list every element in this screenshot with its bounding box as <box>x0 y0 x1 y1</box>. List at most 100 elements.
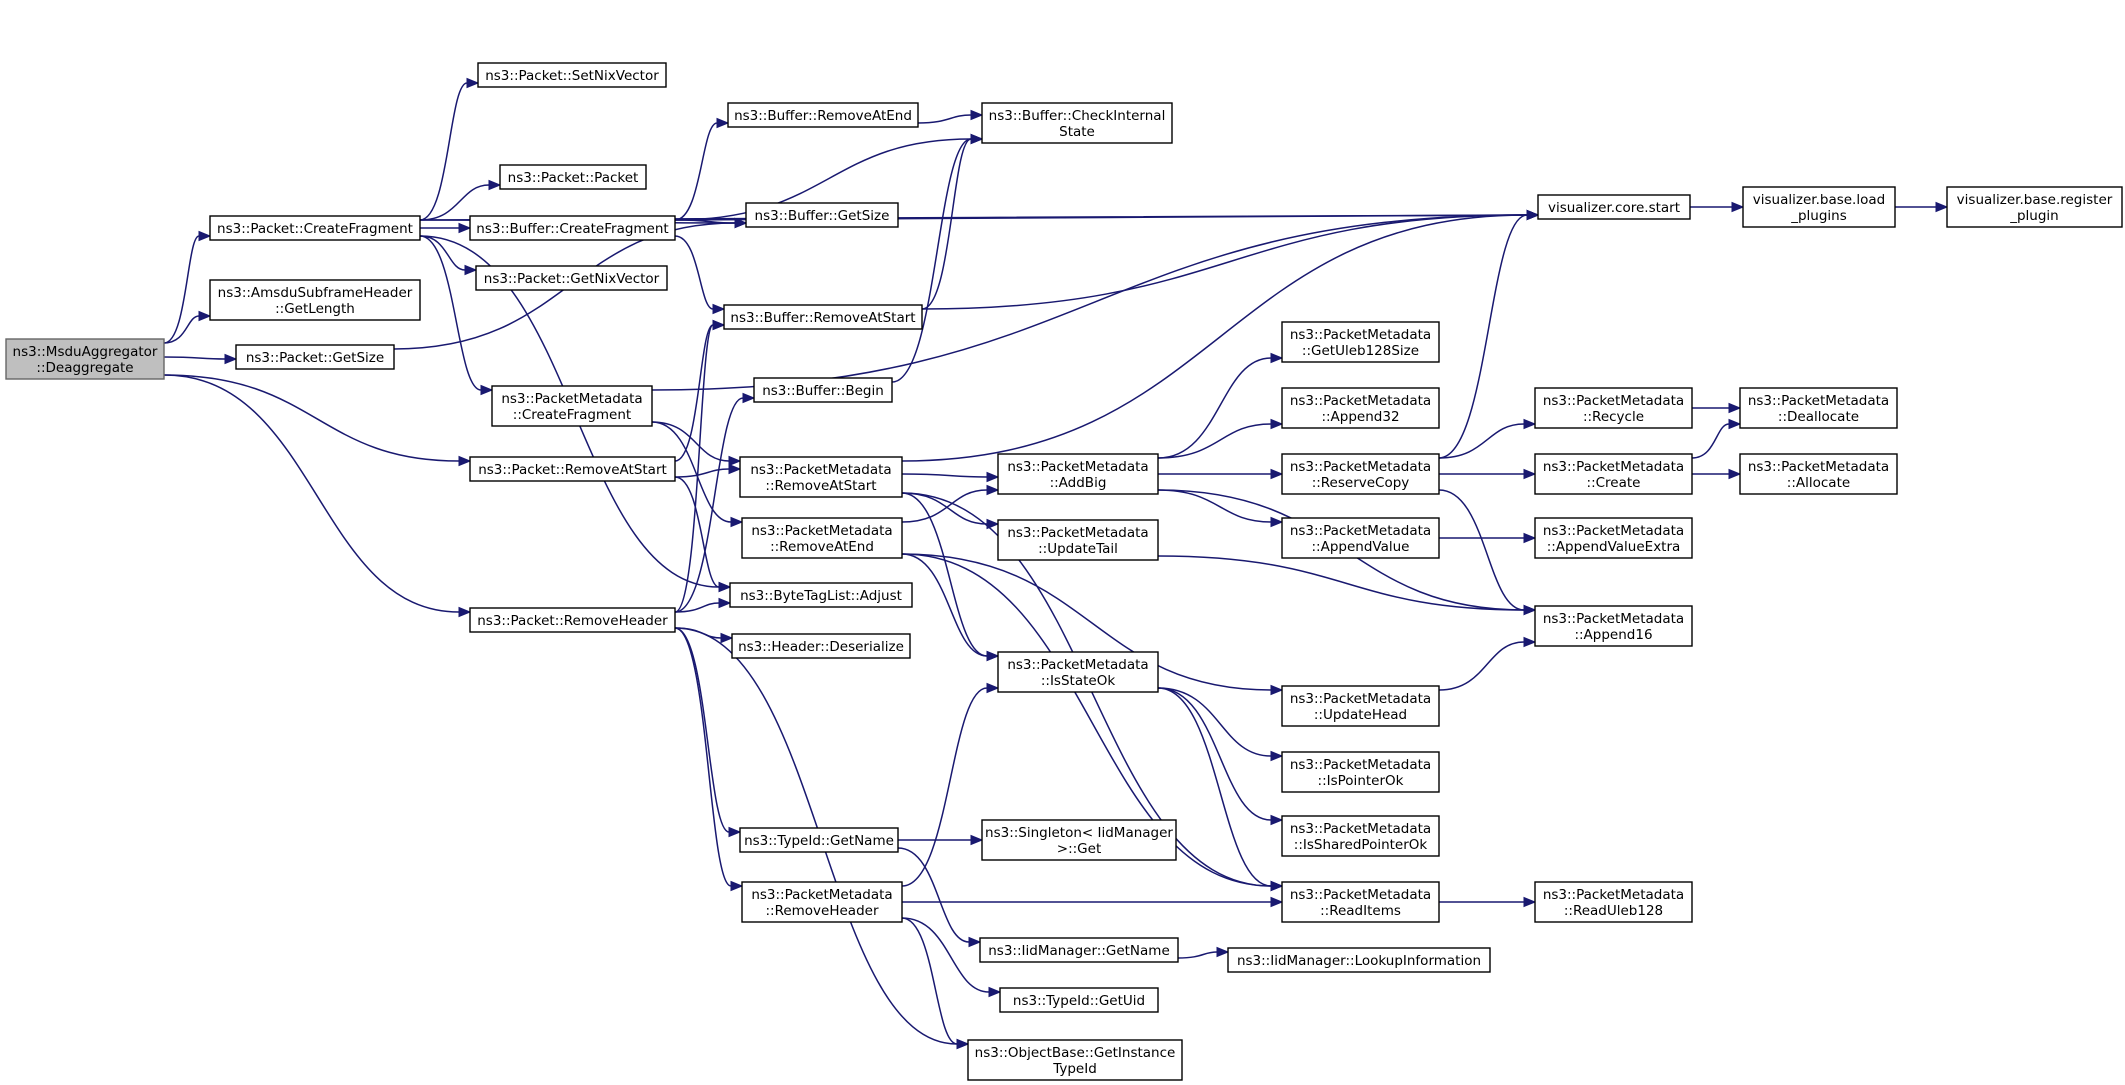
node-box <box>499 164 647 190</box>
call-edge-pkt_removeheader-to-typeid_getname <box>674 627 742 838</box>
node-pm_reservecopy[interactable]: ns3::PacketMetadata::ReserveCopy <box>1281 453 1440 495</box>
call-edge-pm_addbig-to-pm_append32 <box>1157 418 1284 459</box>
node-pm_readitems[interactable]: ns3::PacketMetadata::ReadItems <box>1281 881 1440 923</box>
node-box <box>1227 947 1491 973</box>
edge-line <box>674 138 972 221</box>
node-box <box>1534 881 1693 923</box>
node-pm_getuleb[interactable]: ns3::PacketMetadata::GetUleb128Size <box>1281 321 1440 363</box>
node-viz_register[interactable]: visualizer.base.register_plugin <box>1946 186 2123 228</box>
edge-arrowhead <box>458 222 472 234</box>
node-label-line: ns3::Buffer::RemoveAtEnd <box>734 108 912 124</box>
call-edge-pkt_removeatstart-to-btl_adjust <box>674 476 732 593</box>
edge-line <box>901 489 988 523</box>
edge-line <box>1438 641 1525 691</box>
node-box <box>741 881 903 923</box>
call-edge-pkt_removeatstart-to-pm_removeatstart <box>674 463 742 478</box>
edge-arrowhead <box>968 936 982 948</box>
node-iid_getname[interactable]: ns3::IidManager::GetName <box>979 937 1179 963</box>
node-pm_issharedptrok[interactable]: ns3::PacketMetadata::IsSharedPointerOk <box>1281 815 1440 857</box>
edge-arrowhead <box>718 597 732 609</box>
edge-arrowhead <box>712 319 726 331</box>
node-pm_append16[interactable]: ns3::PacketMetadata::Append16 <box>1534 605 1693 647</box>
node-pm_readuleb[interactable]: ns3::PacketMetadata::ReadUleb128 <box>1534 881 1693 923</box>
call-edge-pm_reservecopy-to-pm_recycle <box>1438 418 1537 459</box>
node-pkt_createfrag[interactable]: ns3::Packet::CreateFragment <box>209 215 421 241</box>
node-viz_load[interactable]: visualizer.base.load_plugins <box>1742 186 1896 228</box>
node-pkt_removeheader[interactable]: ns3::Packet::RemoveHeader <box>469 607 676 633</box>
node-deagg[interactable]: ns3::MsduAggregator::Deaggregate <box>5 338 165 380</box>
node-label-line: visualizer.base.load <box>1753 192 1885 208</box>
node-buf_getsize[interactable]: ns3::Buffer::GetSize <box>745 202 899 228</box>
call-edge-pm_recycle-to-pm_dealloc <box>1692 402 1742 414</box>
node-singleton_get[interactable]: ns3::Singleton< IidManager >::Get <box>981 819 1177 861</box>
edge-line <box>901 492 988 657</box>
edge-arrowhead <box>1270 684 1284 696</box>
node-pm_recycle[interactable]: ns3::PacketMetadata::Recycle <box>1534 387 1693 429</box>
node-pm_removeatend[interactable]: ns3::PacketMetadata::RemoveAtEnd <box>741 517 903 559</box>
node-pm_create[interactable]: ns3::PacketMetadata::Create <box>1534 453 1693 495</box>
node-buf_begin[interactable]: ns3::Buffer::Begin <box>753 377 893 403</box>
node-box <box>475 265 668 291</box>
edge-arrowhead <box>224 353 238 365</box>
node-pkt_getnix[interactable]: ns3::Packet::GetNixVector <box>475 265 668 291</box>
node-pkt_setnix[interactable]: ns3::Packet::SetNixVector <box>477 62 667 88</box>
node-iid_lookup[interactable]: ns3::IidManager::LookupInformation <box>1227 947 1491 973</box>
call-edge-pm_reservecopy-to-pm_create <box>1439 468 1537 480</box>
node-pm_append32[interactable]: ns3::PacketMetadata::Append32 <box>1281 387 1440 429</box>
node-typeid_getname[interactable]: ns3::TypeId::GetName <box>739 827 899 853</box>
node-box <box>1281 685 1440 727</box>
node-pm_dealloc[interactable]: ns3::PacketMetadata::Deallocate <box>1739 387 1898 429</box>
node-pm_alloc[interactable]: ns3::PacketMetadata::Allocate <box>1739 453 1898 495</box>
node-pm_isstateok[interactable]: ns3::PacketMetadata::IsStateOk <box>997 651 1159 693</box>
node-pkt_getsize[interactable]: ns3::Packet::GetSize <box>235 344 395 370</box>
node-pm_updatetail[interactable]: ns3::PacketMetadata::UpdateTail <box>997 519 1159 561</box>
node-label-line: ::Deaggregate <box>36 360 133 376</box>
node-label-line: TypeId <box>1052 1061 1097 1077</box>
node-typeid_getuid[interactable]: ns3::TypeId::GetUid <box>999 987 1159 1013</box>
node-pkt_removeatstart[interactable]: ns3::Packet::RemoveAtStart <box>469 456 676 482</box>
node-pkt_packet[interactable]: ns3::Packet::Packet <box>499 164 647 190</box>
node-viz_start[interactable]: visualizer.core.start <box>1537 194 1691 220</box>
edge-line <box>901 553 988 657</box>
node-box <box>1537 194 1691 220</box>
node-pm_appendvalueextra[interactable]: ns3::PacketMetadata::AppendValueExtra <box>1534 517 1693 559</box>
node-box <box>967 1039 1183 1081</box>
edge-arrowhead <box>1270 468 1284 480</box>
node-pm_ispointerok[interactable]: ns3::PacketMetadata::IsPointerOk <box>1281 751 1440 793</box>
node-btl_adjust[interactable]: ns3::ByteTagList::Adjust <box>729 582 913 608</box>
node-buf_createfrag[interactable]: ns3::Buffer::CreateFragment <box>469 215 676 241</box>
node-box <box>1281 517 1440 559</box>
call-edge-deagg-to-pkt_removeheader <box>163 374 472 618</box>
edge-arrowhead <box>1731 201 1745 213</box>
call-edge-deagg-to-pkt_createfrag <box>163 230 212 344</box>
node-label-line: ns3::PacketMetadata <box>1290 327 1431 343</box>
node-box <box>1946 186 2123 228</box>
node-hdr_deser[interactable]: ns3::Header::Deserialize <box>731 633 911 659</box>
call-edge-iid_getname-to-iid_lookup <box>1177 946 1230 959</box>
node-pm_createfrag[interactable]: ns3::PacketMetadata::CreateFragment <box>491 385 653 427</box>
node-box <box>1534 453 1693 495</box>
call-edge-viz_load-to-viz_register <box>1894 201 1949 213</box>
node-pm_appendvalue[interactable]: ns3::PacketMetadata::AppendValue <box>1281 517 1440 559</box>
node-pm_removeatstart[interactable]: ns3::PacketMetadata::RemoveAtStart <box>739 456 903 498</box>
edge-line <box>1157 687 1272 887</box>
node-label-line: ns3::PacketMetadata <box>750 462 891 478</box>
node-box <box>997 651 1159 693</box>
node-buf_removeatend[interactable]: ns3::Buffer::RemoveAtEnd <box>727 102 919 128</box>
node-box <box>729 582 913 608</box>
node-label-line: ns3::PacketMetadata <box>1290 459 1431 475</box>
edge-line <box>1438 423 1525 459</box>
node-pm_addbig[interactable]: ns3::PacketMetadata::AddBig <box>997 453 1159 495</box>
node-buf_removeatstart[interactable]: ns3::Buffer::RemoveAtStart <box>723 304 923 330</box>
node-amsdu_getlen[interactable]: ns3::AmsduSubframeHeader::GetLength <box>209 279 421 321</box>
edge-arrowhead <box>970 133 984 145</box>
edge-line <box>419 184 490 221</box>
node-box <box>1281 321 1440 363</box>
node-label-line: ns3::MsduAggregator <box>13 344 158 360</box>
edge-line <box>901 473 988 478</box>
node-label-line: ns3::ByteTagList::Adjust <box>740 588 902 604</box>
node-pm_removeheader[interactable]: ns3::PacketMetadata::RemoveHeader <box>741 881 903 923</box>
node-pm_updatehead[interactable]: ns3::PacketMetadata::UpdateHead <box>1281 685 1440 727</box>
